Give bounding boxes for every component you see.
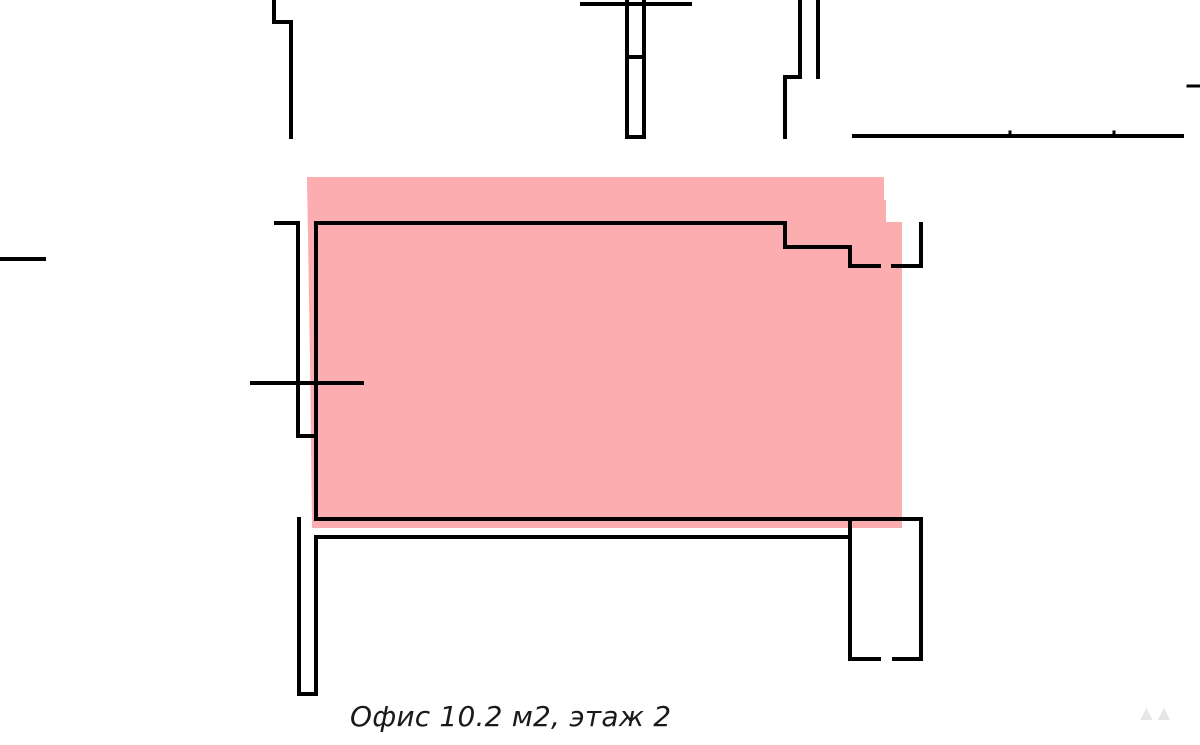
walls-lower-room (297, 517, 923, 696)
office-walls (250, 221, 923, 521)
walls-top-right (783, 0, 1200, 139)
walls-top-left (272, 0, 293, 139)
walls-top-center (580, 0, 692, 139)
office-highlight[interactable] (307, 177, 902, 528)
watermark-logo-icon: ▲ ▲ (1140, 703, 1170, 722)
plan-caption: Офис 10.2 м2, этаж 2 (350, 700, 672, 733)
